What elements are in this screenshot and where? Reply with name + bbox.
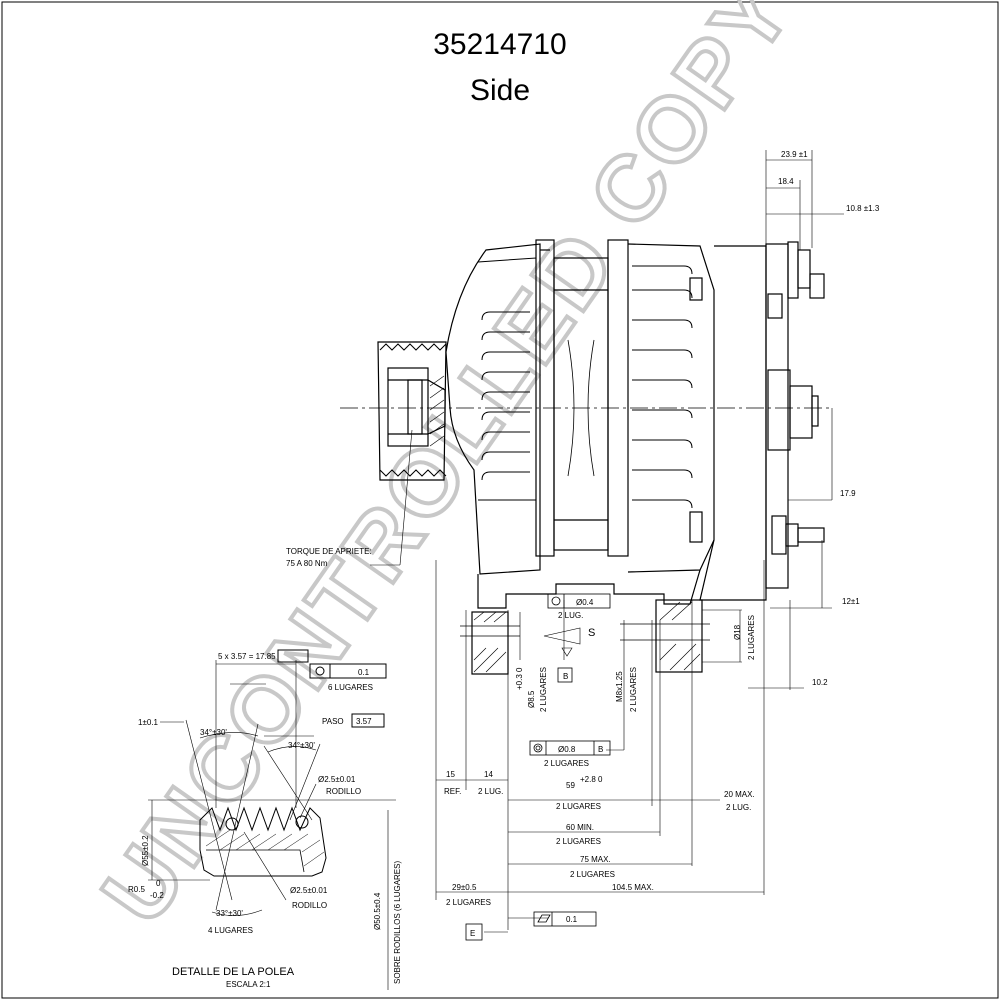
dim-18-places: 2 LUGARES (747, 615, 756, 660)
pulley-detail: 5 x 3.57 = 17.85 0.1 6 LUGARES PASO 3.57… (128, 649, 402, 990)
paso-value: 3.57 (356, 717, 372, 726)
roller-dia-1: Ø2.5±0.01 (318, 775, 356, 784)
datum-s-label: S (588, 627, 595, 639)
radius-tol-lower: -0.2 (150, 891, 164, 900)
datum-e-label: E (470, 929, 475, 938)
right-mount-lug (620, 599, 710, 673)
dim-29-places: 2 LUGARES (446, 898, 491, 907)
paso-label: PASO (322, 717, 344, 726)
dim-75-places: 2 LUGARES (570, 870, 615, 879)
concentricity-datum: B (598, 745, 603, 754)
front-fins (481, 311, 530, 481)
datum-b-box (557, 667, 573, 683)
dim-17-9: 17.9 (840, 489, 856, 498)
concentricity-value: Ø0.8 (558, 745, 576, 754)
radius-0-5: R0.5 (128, 885, 145, 894)
dim-10-2: 10.2 (812, 678, 828, 687)
detail-hatching (205, 829, 325, 867)
dim-104-5: 104.5 MAX. (612, 883, 654, 892)
datum-e-box (465, 923, 483, 941)
detail-6-places: 6 LUGARES (328, 683, 373, 692)
dim-15: 15 (446, 770, 455, 779)
dim-59-places: 2 LUGARES (556, 802, 601, 811)
pulley-detail-scale: ESCALA 2:1 (226, 980, 271, 989)
dim-60: 60 MIN. (566, 823, 594, 832)
roller-label-1: RODILLO (326, 787, 361, 796)
torque-label: TORQUE DE APRIETE: (286, 547, 372, 556)
angle-33: 33°±30' (216, 909, 243, 918)
detail-4-places: 4 LUGARES (208, 926, 253, 935)
dim-12: 12±1 (842, 597, 860, 606)
dim-m8-places: 2 LUGARES (629, 667, 638, 712)
over-rollers-label: SOBRE RODILLOS (6 LUGARES) (393, 861, 402, 984)
pulley-hatching (429, 375, 445, 447)
front-housing (445, 243, 541, 575)
flatness-value: 0.1 (566, 915, 578, 924)
angle-34-b: 34°±30' (288, 741, 315, 750)
dim-18-4: 18.4 (778, 177, 794, 186)
roller-label-2: RODILLO (292, 901, 327, 910)
detail-pos-value: 0.1 (358, 668, 370, 677)
dia-55: Ø55±0.2 (141, 835, 150, 866)
dim-20: 20 MAX. (724, 790, 755, 799)
roller-dia-2: Ø2.5±0.01 (290, 886, 328, 895)
dim-dia-8-5: Ø8.5 (527, 690, 536, 708)
pos-tolerance: Ø0.4 (576, 598, 594, 607)
pulley (377, 341, 447, 481)
dim-59: 59 (566, 781, 575, 790)
over-rollers-dia: Ø50.5±0.4 (373, 892, 382, 930)
alternator-side-view (340, 239, 832, 675)
dim-8-5-tol: +0.3 0 (515, 667, 524, 690)
dim-15-ref: REF. (444, 787, 461, 796)
pos-places: 2 LUG. (558, 611, 583, 620)
dim-29: 29±0.5 (452, 883, 477, 892)
torque-value: 75 A 80 Nm (286, 559, 328, 568)
dim-14: 14 (484, 770, 493, 779)
radius-tol-upper: 0 (156, 879, 161, 888)
rear-fins (632, 265, 693, 509)
dim-10-8: 10.8 ±1.3 (846, 204, 880, 213)
part-number-title: 35214710 (433, 28, 567, 61)
dim-m8: M8x1.25 (615, 671, 624, 702)
dim-75: 75 MAX. (580, 855, 611, 864)
dimension-lines (370, 150, 844, 933)
angle-34-a: 34°±30' (200, 728, 227, 737)
dim-14-places: 2 LUG. (478, 787, 503, 796)
dim-60-places: 2 LUGARES (556, 837, 601, 846)
dim-20-places: 2 LUG. (726, 803, 751, 812)
dim-23-9: 23.9 ±1 (781, 150, 808, 159)
dim-dia-18: Ø18 (733, 624, 742, 640)
tol-1: 1±0.1 (138, 718, 159, 727)
feature-control-frames (465, 593, 611, 941)
left-mount-lug (460, 611, 520, 675)
datum-b-label: B (563, 672, 568, 681)
pitch-count: 5 x 3.57 = 17.85 (218, 652, 276, 661)
dim-8-5-places: 2 LUGARES (539, 667, 548, 712)
view-label: Side (469, 74, 531, 107)
pulley-detail-title: DETALLE DE LA POLEA (172, 966, 295, 978)
concentricity-places: 2 LUGARES (544, 759, 589, 768)
dimension-labels: 23.9 ±1 18.4 10.8 ±1.3 17.9 12±1 10.2 Ø1… (286, 150, 880, 938)
dim-59-tol: +2.8 0 (580, 775, 603, 784)
